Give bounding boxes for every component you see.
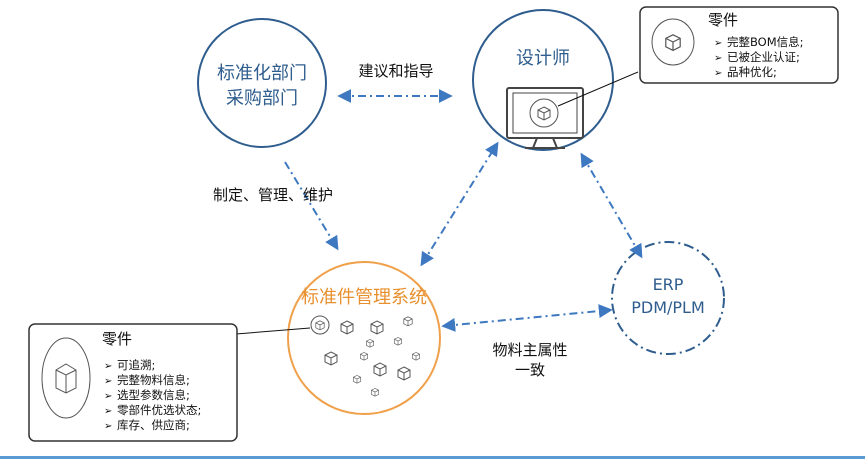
edge-label-consistent-2: 一致 (515, 361, 545, 379)
bottom-accent-bar (0, 456, 865, 459)
bullet-arrow-icon: ➢ (104, 361, 112, 372)
edge-label-advice: 建议和指导 (358, 62, 433, 80)
procurement-line1: 标准化部门 (217, 63, 307, 84)
node-sms: 标准件管理系统 (287, 261, 441, 415)
callout-bottom-item: 库存、供应商; (117, 418, 190, 432)
callout-bottom-title: 零件 (102, 330, 132, 348)
callout-top-list: ➢ 完整BOM信息; ➢ 已被企业认证; ➢ 品种优化; (714, 35, 804, 79)
designer-label: 设计师 (516, 48, 570, 69)
bullet-arrow-icon: ➢ (714, 68, 722, 79)
callout-top: 零件 ➢ 完整BOM信息; ➢ 已被企业认证; ➢ 品种优化; (639, 6, 839, 84)
callout-bottom-item: 零部件优选状态; (117, 403, 201, 417)
bullet-arrow-icon: ➢ (104, 376, 112, 387)
edge-label-consistent-1: 物料主属性 (492, 341, 567, 359)
callout-top-item: 已被企业认证; (727, 50, 800, 64)
bullet-arrow-icon: ➢ (104, 421, 112, 432)
callout-bottom-item: 选型参数信息; (117, 388, 190, 402)
sms-label: 标准件管理系统 (301, 287, 427, 308)
procurement-line2: 采购部门 (226, 88, 298, 109)
callout-top-item: 完整BOM信息; (727, 35, 804, 49)
bullet-arrow-icon: ➢ (104, 406, 112, 417)
node-erp: ERP PDM/PLM (611, 241, 725, 355)
connector-bottom (235, 327, 311, 335)
edge-designer-sms (420, 141, 499, 267)
callout-bottom-item: 可追溯; (117, 358, 155, 372)
node-procurement: 标准化部门 采购部门 (197, 18, 327, 148)
edge-designer-erp (580, 152, 643, 259)
bullet-arrow-icon: ➢ (714, 53, 722, 64)
callout-bottom-item: 完整物料信息; (117, 373, 190, 387)
node-designer: 设计师 (472, 9, 614, 151)
edges (284, 89, 643, 332)
erp-line2: PDM/PLM (631, 298, 705, 317)
callout-top-title: 零件 (708, 11, 738, 29)
callout-bottom: 零件 ➢ 可追溯; ➢ 完整物料信息; ➢ 选型参数信息; ➢ 零部件优选状态;… (28, 323, 238, 442)
callout-top-item: 品种优化; (727, 65, 777, 79)
cube-icon (55, 363, 77, 394)
cube-icon (310, 315, 420, 397)
callout-bottom-list: ➢ 可追溯; ➢ 完整物料信息; ➢ 选型参数信息; ➢ 零部件优选状态; ➢ … (104, 358, 201, 432)
cube-icon (529, 98, 559, 128)
erp-line1: ERP (653, 275, 684, 294)
edge-label-maintain: 制定、管理、维护 (213, 186, 333, 204)
edge-maintain (284, 161, 339, 251)
edge-sms-erp (441, 304, 613, 332)
connector-top (557, 71, 639, 107)
bullet-arrow-icon: ➢ (714, 38, 722, 49)
cube-icon (665, 34, 681, 52)
bullet-arrow-icon: ➢ (104, 391, 112, 402)
